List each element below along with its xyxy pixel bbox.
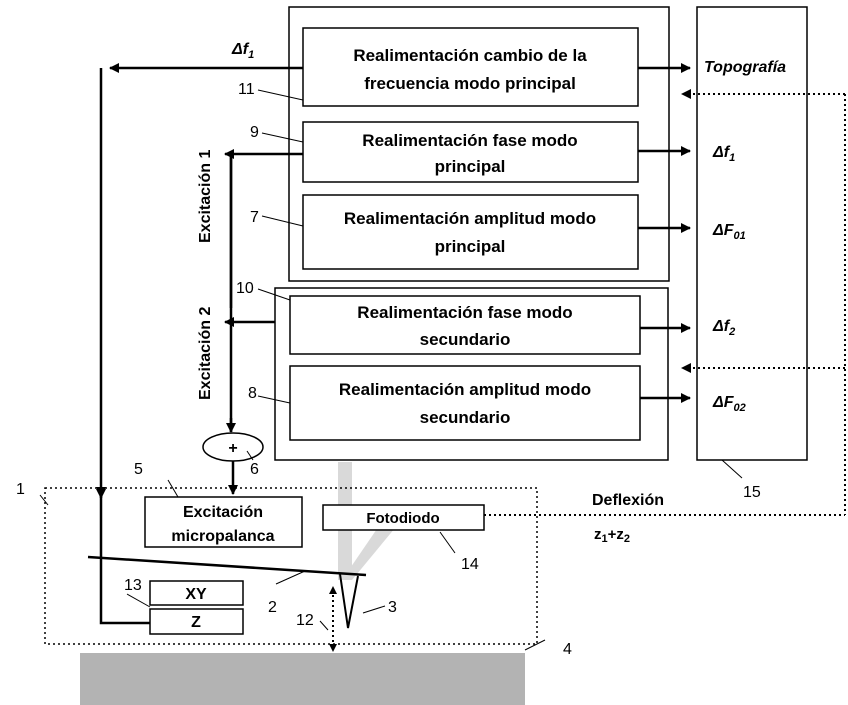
block-5-line-1: Excitación: [183, 504, 263, 521]
number-9: 9: [250, 124, 259, 141]
block-8-line-2: secundario: [420, 408, 511, 427]
block-10-line-1: Realimentación fase modo: [357, 303, 572, 322]
output-df2: Δf2: [712, 318, 735, 338]
sum-symbol: +: [228, 440, 237, 457]
main-mode-group-box: [288, 6, 670, 282]
summing-junction: +: [202, 432, 264, 462]
block-8-line-1: Realimentación amplitud modo: [339, 380, 591, 399]
number-11: 11: [238, 81, 255, 98]
block-5-line-2: micropalanca: [171, 528, 274, 545]
number-12: 12: [296, 612, 314, 629]
number-14: 14: [461, 556, 479, 573]
block-9-line-1: Realimentación fase modo: [362, 131, 577, 150]
secondary-mode-group-box: [274, 287, 669, 461]
block-11-line-2: frecuencia modo principal: [364, 74, 576, 93]
cantilever: [87, 555, 367, 577]
z-stage: [149, 608, 244, 635]
output-df1: Δf1: [712, 144, 735, 164]
block-8-amplitude-secondary: Realimentación amplitud modo secundario: [289, 365, 641, 441]
block-7-line-1: Realimentación amplitud modo: [344, 209, 596, 228]
afm-head-box: [44, 487, 538, 645]
deflexion-feedback-path: [484, 94, 846, 516]
leader-lines: [39, 89, 743, 651]
block-14-photodiode: Fotodiodo: [322, 504, 485, 531]
block-7-amplitude-main: Realimentación amplitud modo principal: [302, 194, 639, 270]
number-8: 8: [248, 385, 257, 402]
z-label: Z: [191, 614, 201, 631]
block-10-line-2: secundario: [420, 330, 511, 349]
label-z1-z2: z1+z2: [594, 526, 630, 545]
number-10: 10: [236, 280, 254, 297]
output-topografia: Topografía: [704, 59, 786, 76]
distance-arrow-up: [329, 586, 337, 594]
block-11-line-1: Realimentación cambio de la: [353, 46, 587, 65]
label-left-df1: Δf1: [231, 41, 254, 61]
block-9-line-2: principal: [435, 157, 506, 176]
block-9-phase-main: Realimentación fase modo principal: [302, 121, 639, 183]
controller-box-15: [696, 6, 808, 461]
label-excitacion-1: Excitación 1: [197, 150, 214, 243]
label-deflexion: Deflexión: [592, 492, 664, 509]
number-7: 7: [250, 209, 259, 226]
distance-arrow-down: [329, 644, 337, 652]
number-1: 1: [16, 481, 25, 498]
number-6: 6: [250, 461, 259, 478]
number-5: 5: [134, 461, 143, 478]
label-excitacion-2: Excitación 2: [197, 307, 214, 400]
block-14-label: Fotodiodo: [366, 510, 439, 527]
number-15: 15: [743, 484, 761, 501]
sample: [80, 653, 525, 705]
stage-13: XY Z: [149, 580, 244, 635]
block-10-phase-secondary: Realimentación fase modo secundario: [289, 295, 641, 355]
block-7-line-2: principal: [435, 237, 506, 256]
output-dF01: ΔF01: [712, 222, 746, 242]
block-5-excitation-cantilever: Excitación micropalanca: [144, 496, 303, 548]
number-4: 4: [563, 641, 572, 658]
number-13: 13: [124, 577, 142, 594]
df1-feedback-path: [96, 63, 303, 625]
xy-label: XY: [185, 586, 207, 603]
xy-stage: [149, 580, 244, 606]
tip: [339, 573, 359, 629]
output-dF02: ΔF02: [712, 394, 746, 414]
number-2: 2: [268, 599, 277, 616]
block-11-frequency-feedback: Realimentación cambio de la frecuencia m…: [302, 27, 639, 107]
number-3: 3: [388, 599, 397, 616]
